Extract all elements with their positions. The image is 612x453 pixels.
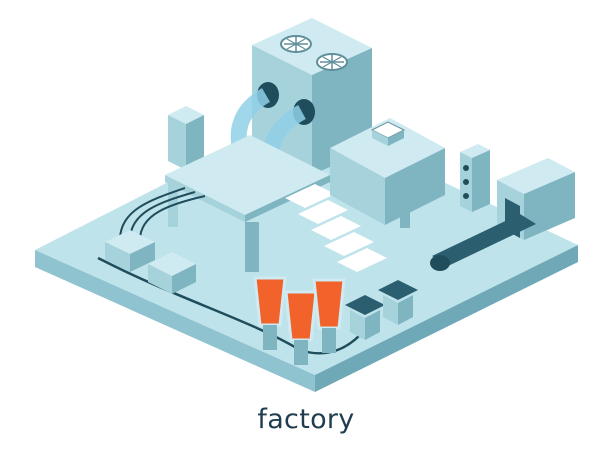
control-box <box>105 230 155 272</box>
caption-title: factory <box>257 404 355 435</box>
hopper <box>378 280 418 325</box>
fan-icon <box>316 53 348 71</box>
fan-icon <box>280 35 312 53</box>
beaker-icon <box>253 276 346 365</box>
right-building <box>330 118 445 228</box>
control-panel-icon <box>460 144 490 212</box>
conveyor-icon <box>430 158 575 271</box>
stairs-icon <box>285 184 387 272</box>
floor-platform <box>35 115 578 392</box>
chimney <box>168 106 204 170</box>
vent-icon <box>370 121 406 146</box>
control-box <box>148 252 196 294</box>
hopper <box>345 295 385 340</box>
